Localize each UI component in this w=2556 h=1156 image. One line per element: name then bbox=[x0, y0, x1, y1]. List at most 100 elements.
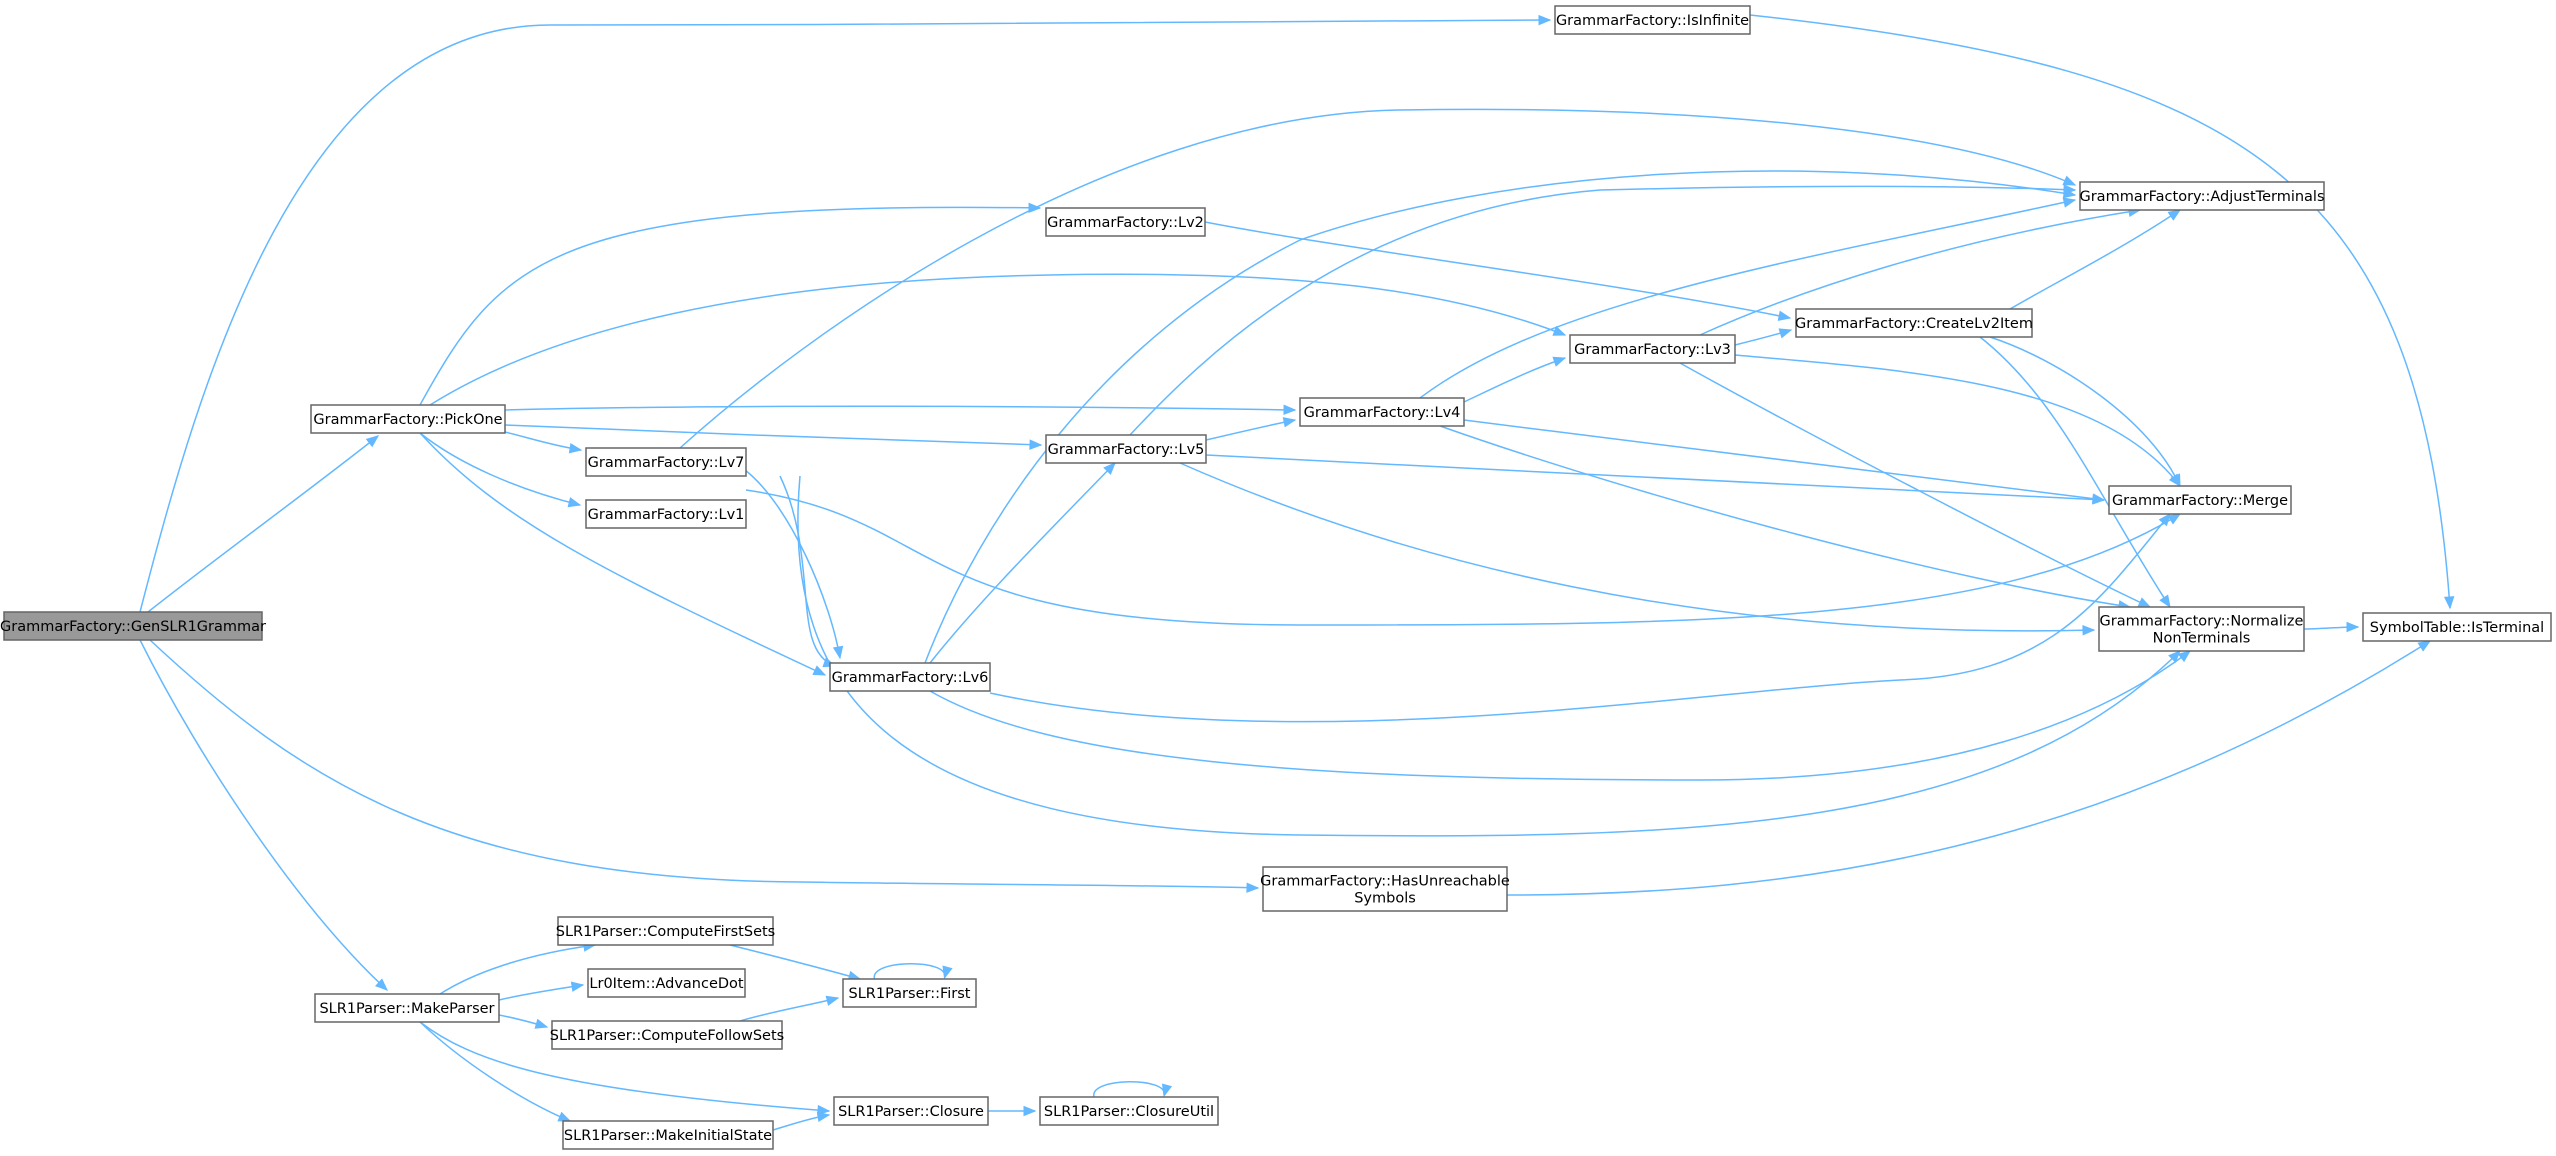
node-lv4[interactable]: GrammarFactory::Lv4 bbox=[1299, 397, 1465, 427]
node-lv2[interactable]: GrammarFactory::Lv2 bbox=[1045, 207, 1206, 237]
node-firstsets-label: SLR1Parser::ComputeFirstSets bbox=[556, 924, 775, 940]
edge-make-to-follow bbox=[498, 1014, 549, 1029]
node-lv3-label: GrammarFactory::Lv3 bbox=[1574, 342, 1731, 358]
edge-pick-to-lv6 bbox=[419, 432, 827, 676]
node-cutil[interactable]: SLR1Parser::ClosureUtil bbox=[1039, 1096, 1219, 1126]
nodes-layer: GrammarFactory::GenSLR1GrammarGrammarFac… bbox=[0, 5, 2552, 1150]
node-lv5[interactable]: GrammarFactory::Lv5 bbox=[1045, 434, 1207, 464]
edge-lv5-to-merge bbox=[1205, 454, 2106, 505]
edge-lv2-to-create bbox=[1204, 221, 1792, 321]
node-gen-label: GrammarFactory::GenSLR1Grammar bbox=[0, 619, 266, 635]
node-lv3[interactable]: GrammarFactory::Lv3 bbox=[1569, 334, 1736, 364]
edge-lv4-to-adjust bbox=[1419, 197, 2077, 399]
node-lv7-label: GrammarFactory::Lv7 bbox=[588, 455, 745, 471]
edge-first-to-first bbox=[873, 963, 953, 980]
node-unreach-box bbox=[1262, 866, 1508, 912]
node-norm-label: NonTerminals bbox=[2153, 631, 2251, 647]
edge-make-to-closure bbox=[419, 1021, 831, 1116]
node-lv1[interactable]: GrammarFactory::Lv1 bbox=[585, 499, 747, 529]
node-isinf[interactable]: GrammarFactory::IsInfinite bbox=[1554, 5, 1751, 35]
edge-unreach-to-isterm bbox=[1506, 640, 2432, 896]
node-follow-box bbox=[551, 1020, 783, 1050]
edge-lv3-to-merge bbox=[1734, 354, 2181, 488]
edge-initial-to-closure bbox=[772, 1111, 831, 1131]
node-pick-label: GrammarFactory::PickOne bbox=[313, 412, 502, 428]
node-make[interactable]: SLR1Parser::MakeParser bbox=[314, 993, 500, 1023]
node-lv5-label: GrammarFactory::Lv5 bbox=[1048, 442, 1205, 458]
node-lv6[interactable]: GrammarFactory::Lv6 bbox=[829, 662, 991, 692]
node-create-label: GrammarFactory::CreateLv2Item bbox=[1795, 316, 2033, 332]
edge-lv7-to-lv6-alt bbox=[779, 475, 837, 668]
node-unreach-label: GrammarFactory::HasUnreachable bbox=[1260, 874, 1510, 890]
node-advance-box bbox=[587, 968, 746, 998]
edge-lv7-to-adjust bbox=[679, 108, 2077, 449]
node-adjust-box bbox=[2079, 181, 2325, 211]
node-first[interactable]: SLR1Parser::First bbox=[842, 978, 977, 1008]
node-lv4-label: GrammarFactory::Lv4 bbox=[1304, 405, 1461, 421]
node-lv2-box bbox=[1045, 207, 1206, 237]
edge-pick-to-lv1 bbox=[419, 432, 582, 508]
edge-isinf-to-isterm bbox=[1749, 14, 2455, 610]
edge-make-to-advance bbox=[498, 981, 585, 1001]
node-lv7-box bbox=[585, 447, 747, 477]
node-cutil-label: SLR1Parser::ClosureUtil bbox=[1044, 1104, 1214, 1120]
node-gen[interactable]: GrammarFactory::GenSLR1Grammar bbox=[0, 611, 266, 641]
node-lv3-box bbox=[1569, 334, 1736, 364]
node-lv6-label: GrammarFactory::Lv6 bbox=[832, 670, 989, 686]
edge-pick-to-lv2 bbox=[419, 202, 1042, 406]
edge-gen-to-make bbox=[139, 639, 388, 991]
node-advance[interactable]: Lr0Item::AdvanceDot bbox=[587, 968, 746, 998]
edge-gen-to-isinf bbox=[139, 14, 1552, 613]
edge-cutil-to-cutil bbox=[1093, 1081, 1173, 1098]
node-first-label: SLR1Parser::First bbox=[849, 986, 971, 1002]
node-closure[interactable]: SLR1Parser::Closure bbox=[833, 1096, 989, 1126]
edge-closure-to-cutil bbox=[988, 1105, 1037, 1117]
node-create-box bbox=[1795, 308, 2033, 338]
edge-lv4-to-norm bbox=[1439, 425, 2132, 611]
edge-lv5-to-adjust bbox=[1129, 184, 2077, 436]
node-follow-label: SLR1Parser::ComputeFollowSets bbox=[550, 1028, 784, 1044]
node-closure-box bbox=[833, 1096, 989, 1126]
node-lv5-box bbox=[1045, 434, 1207, 464]
node-create[interactable]: GrammarFactory::CreateLv2Item bbox=[1795, 308, 2033, 338]
node-pick[interactable]: GrammarFactory::PickOne bbox=[310, 404, 506, 434]
edge-create-to-adjust bbox=[2009, 209, 2182, 310]
edge-pick-to-lv4 bbox=[504, 404, 1297, 416]
edge-lv6-to-lv5 bbox=[929, 462, 1116, 664]
node-make-label: SLR1Parser::MakeParser bbox=[319, 1001, 494, 1017]
node-make-box bbox=[314, 993, 500, 1023]
node-lv7[interactable]: GrammarFactory::Lv7 bbox=[585, 447, 747, 477]
node-advance-label: Lr0Item::AdvanceDot bbox=[589, 976, 743, 992]
node-merge[interactable]: GrammarFactory::Merge bbox=[2108, 485, 2292, 515]
edge-follow-to-first bbox=[739, 995, 840, 1022]
edge-firstsets-to-first bbox=[729, 944, 862, 982]
edge-lv3-to-norm bbox=[1679, 362, 2152, 608]
edge-gen-to-pick bbox=[147, 435, 380, 613]
node-follow[interactable]: SLR1Parser::ComputeFollowSets bbox=[550, 1020, 784, 1050]
node-unreach-label: Symbols bbox=[1354, 891, 1416, 907]
edge-pick-to-lv7 bbox=[504, 431, 583, 454]
node-firstsets-box bbox=[557, 916, 774, 946]
edge-pick-to-lv5 bbox=[504, 424, 1043, 450]
edge-pick-to-lv3 bbox=[429, 273, 1567, 406]
node-cutil-box bbox=[1039, 1096, 1219, 1126]
node-firstsets[interactable]: SLR1Parser::ComputeFirstSets bbox=[556, 916, 775, 946]
node-isterm-label: SymbolTable::IsTerminal bbox=[2370, 620, 2544, 636]
edge-norm-to-isterm bbox=[2303, 621, 2360, 633]
edge-lv5-to-norm bbox=[1179, 462, 2096, 636]
node-initial[interactable]: SLR1Parser::MakeInitialState bbox=[562, 1120, 774, 1150]
node-adjust[interactable]: GrammarFactory::AdjustTerminals bbox=[2079, 181, 2325, 211]
edge-lv3-to-create bbox=[1734, 328, 1793, 346]
node-isterm[interactable]: SymbolTable::IsTerminal bbox=[2362, 612, 2552, 642]
node-lv4-box bbox=[1299, 397, 1465, 427]
edge-lv6-to-merge bbox=[989, 512, 2171, 723]
edge-lv5-to-lv4 bbox=[1205, 417, 1297, 441]
edge-lv7-to-lv6 bbox=[744, 469, 844, 660]
edges-layer bbox=[139, 14, 2455, 1131]
node-first-box bbox=[842, 978, 977, 1008]
node-pick-box bbox=[310, 404, 506, 434]
edge-create-to-merge bbox=[1989, 336, 2181, 488]
